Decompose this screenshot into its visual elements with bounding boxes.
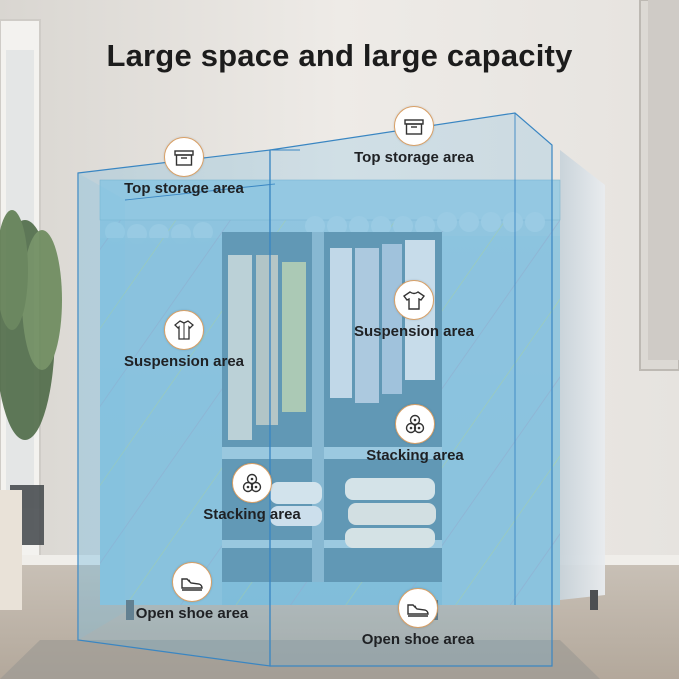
callout-stacking-left: Stacking area [196, 463, 308, 523]
shirt-icon [164, 310, 204, 350]
callout-label: Stacking area [366, 447, 464, 464]
storage-box-icon [164, 137, 204, 177]
rolled-clothes-icon [395, 404, 435, 444]
callout-stacking-right: Stacking area [359, 404, 471, 464]
callout-label: Top storage area [124, 180, 244, 197]
callout-label: Suspension area [353, 323, 475, 340]
sneaker-icon [398, 588, 438, 628]
callout-label: Stacking area [203, 506, 301, 523]
sneaker-icon [172, 562, 212, 602]
callout-shoe-left: Open shoe area [125, 562, 259, 622]
rolled-clothes-icon [232, 463, 272, 503]
storage-box-icon [394, 106, 434, 146]
callout-label: Suspension area [123, 353, 245, 370]
page-title: Large space and large capacity [106, 38, 573, 73]
callout-top-storage-right: Top storage area [345, 106, 483, 166]
left-highlight-box [77, 149, 276, 667]
callout-label: Top storage area [354, 149, 474, 166]
callout-top-storage-left: Top storage area [116, 137, 252, 197]
tshirt-icon [394, 280, 434, 320]
callout-label: Open shoe area [361, 631, 475, 648]
callout-suspension-left: Suspension area [114, 310, 254, 370]
right-highlight-box [269, 112, 553, 667]
callout-shoe-right: Open shoe area [351, 588, 485, 648]
callout-label: Open shoe area [135, 605, 249, 622]
callout-suspension-right: Suspension area [344, 280, 484, 340]
plant [0, 210, 62, 545]
